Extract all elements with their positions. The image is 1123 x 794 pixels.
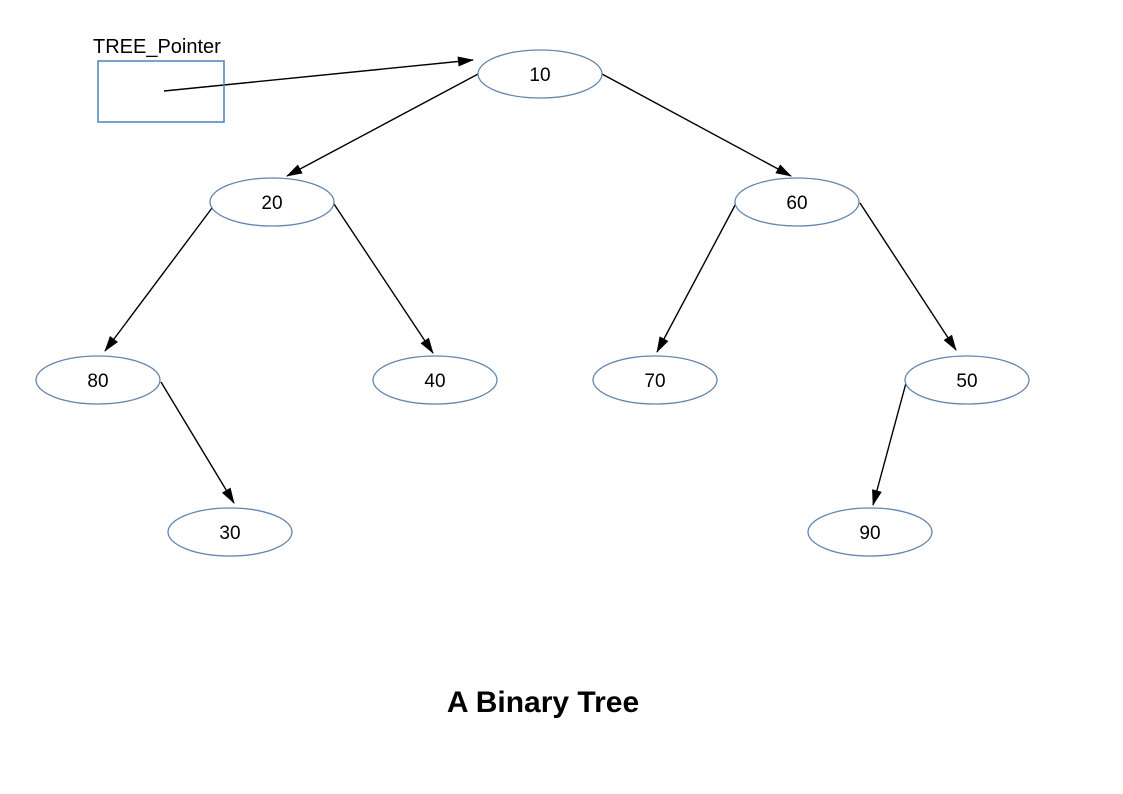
tree-node-ellipse-70 [592,355,718,405]
node-layer: 10 20 60 80 40 70 50 30 90 [35,49,1030,557]
edge-20-to-80 [104,207,213,352]
tree-node-value-90: 90 [859,523,880,544]
tree-node-value-10: 10 [529,65,550,86]
edge-60-to-70 [656,193,742,353]
tree-node-ellipse-30 [167,507,293,557]
tree-node-40: 40 [372,355,498,405]
edge-50-to-90 [872,382,907,506]
tree-node-50: 50 [904,355,1030,405]
edge-60-to-50 [859,202,957,351]
tree-pointer-box [97,60,225,123]
tree-node-value-60: 60 [786,193,807,214]
tree-node-10: 10 [477,49,603,99]
tree-node-60: 60 [734,177,860,227]
tree-node-80: 80 [35,355,161,405]
edge-layer [104,56,957,506]
tree-node-value-50: 50 [956,371,977,392]
tree-node-ellipse-10 [477,49,603,99]
tree-node-20: 20 [209,177,335,227]
tree-node-value-30: 30 [219,523,240,544]
tree-node-value-70: 70 [644,371,665,392]
tree-node-90: 90 [807,507,933,557]
edge-10-to-60 [601,73,792,177]
tree-node-ellipse-20 [209,177,335,227]
tree-node-value-40: 40 [424,371,445,392]
tree-node-value-20: 20 [261,193,282,214]
tree-node-70: 70 [592,355,718,405]
tree-node-ellipse-90 [807,507,933,557]
edge-80-to-30 [160,381,235,504]
tree-node-ellipse-80 [35,355,161,405]
diagram-title: A Binary Tree [447,686,639,719]
tree-pointer-label: TREE_Pointer [93,36,221,58]
edge-TREE_Pointer-to-10 [163,56,474,92]
tree-node-ellipse-60 [734,177,860,227]
tree-node-ellipse-40 [372,355,498,405]
tree-node-value-80: 80 [87,371,108,392]
tree-node-30: 30 [167,507,293,557]
edge-20-to-40 [333,203,434,354]
tree-node-ellipse-50 [904,355,1030,405]
edge-10-to-20 [286,72,481,177]
